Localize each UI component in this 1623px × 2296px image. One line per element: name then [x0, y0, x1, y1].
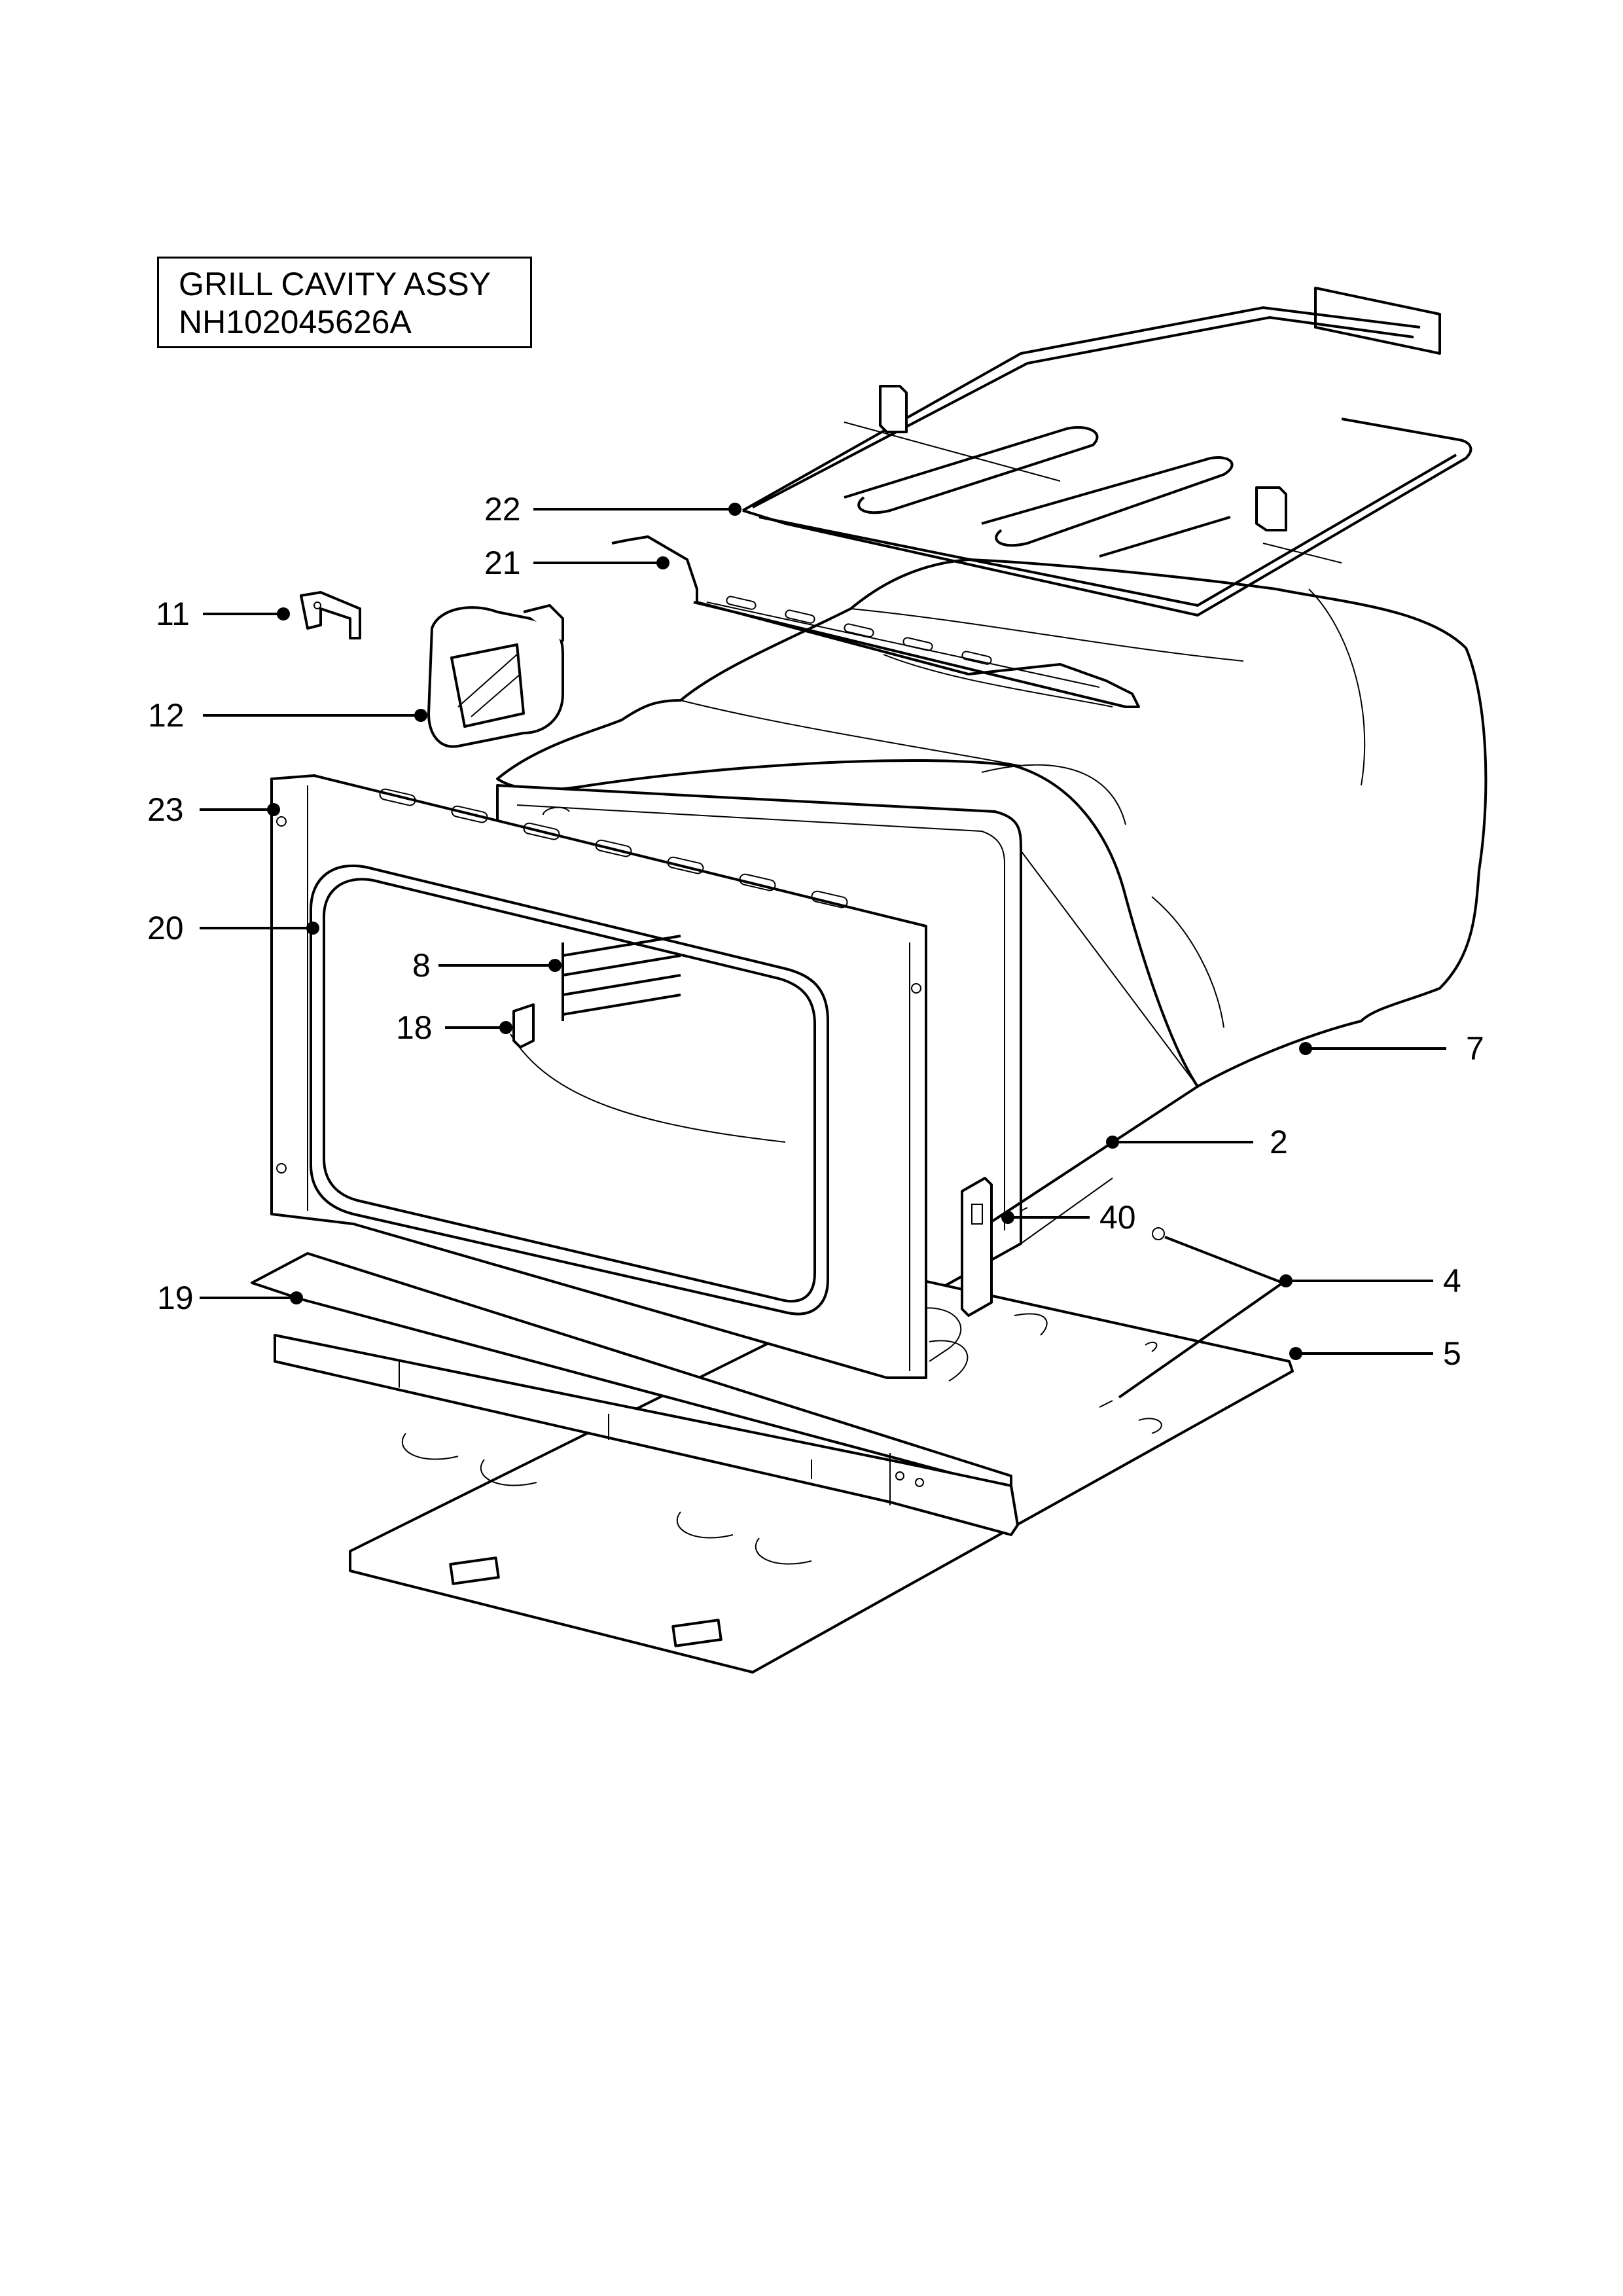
earth-lead: [1118, 1227, 1284, 1399]
callout-7: 7: [1299, 1030, 1484, 1067]
lamp-housing: [427, 604, 564, 748]
callout-7-label: 7: [1466, 1030, 1484, 1067]
callout-18: 18: [396, 1009, 512, 1046]
callout-5-label: 5: [1443, 1335, 1461, 1372]
grill-element: [742, 287, 1472, 617]
frame-vent-slots: [379, 788, 848, 908]
title-block: GRILL CAVITY ASSY NH102045626A: [157, 257, 532, 348]
callout-8-label: 8: [412, 947, 431, 984]
callout-23-label: 23: [147, 791, 184, 828]
callout-21: 21: [484, 545, 669, 581]
callouts: 22 21 11 12 23 20 8: [147, 491, 1484, 1372]
callout-22: 22: [484, 491, 741, 528]
callout-8: 8: [412, 947, 562, 984]
callout-2: 2: [1106, 1124, 1288, 1160]
callout-20: 20: [147, 910, 319, 946]
callout-5: 5: [1289, 1335, 1461, 1372]
assembly-part-number: NH102045626A: [179, 304, 412, 340]
callout-19: 19: [157, 1280, 303, 1316]
lamp-clip: [300, 591, 361, 639]
door-seal: [310, 864, 829, 1316]
callout-4-label: 4: [1443, 1263, 1461, 1299]
element-bracket: [611, 535, 1140, 708]
callout-22-label: 22: [484, 491, 521, 528]
callout-40: 40: [1001, 1199, 1136, 1236]
callout-2-label: 2: [1270, 1124, 1288, 1160]
bottom-trim: [251, 1252, 1019, 1536]
callout-20-label: 20: [147, 910, 184, 946]
callout-4: 4: [1279, 1263, 1461, 1299]
assembly-name: GRILL CAVITY ASSY: [179, 266, 491, 302]
callout-21-label: 21: [484, 545, 521, 581]
bracket-slots: [726, 596, 992, 665]
runner-clip: [512, 1003, 535, 1049]
hinge-receiver: [961, 1177, 1028, 1317]
callout-40-label: 40: [1099, 1199, 1136, 1236]
callout-19-label: 19: [157, 1280, 194, 1316]
callout-12-label: 12: [148, 697, 185, 734]
shelf-runners: [510, 935, 786, 1143]
callout-18-label: 18: [396, 1009, 433, 1046]
callout-12: 12: [148, 697, 427, 734]
callout-11: 11: [156, 596, 290, 632]
callout-11-label: 11: [156, 596, 190, 632]
callout-23: 23: [147, 791, 280, 828]
